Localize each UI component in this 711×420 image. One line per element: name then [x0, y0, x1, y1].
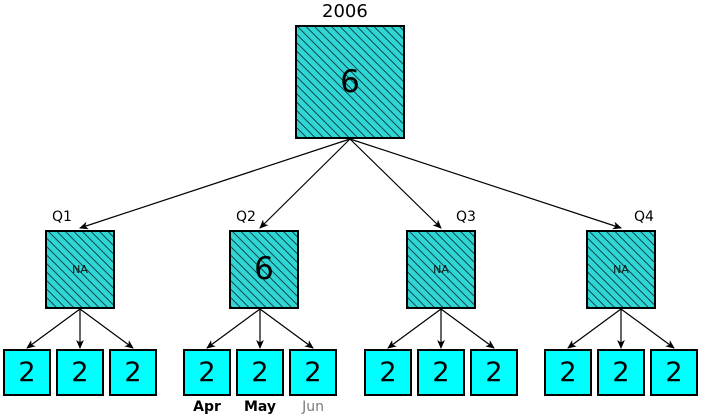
- node-month-2[interactable]: 2: [56, 349, 104, 396]
- month-value-9: 2: [485, 357, 503, 388]
- quarter-value-q3: NA: [433, 263, 449, 276]
- quarter-value-q2: 6: [254, 251, 274, 287]
- month-value-12: 2: [665, 357, 683, 388]
- quarter-value-q4: NA: [613, 263, 629, 276]
- root-value: 6: [340, 63, 360, 100]
- node-month-1[interactable]: 2: [3, 349, 51, 396]
- quarter-caption-q3: Q3: [456, 209, 476, 225]
- month-value-8: 2: [432, 357, 450, 388]
- month-value-5: 2: [251, 357, 269, 388]
- quarter-caption-q4: Q4: [634, 209, 654, 225]
- node-month-4[interactable]: 2: [183, 349, 231, 396]
- month-value-2: 2: [71, 357, 89, 388]
- month-value-6: 2: [304, 357, 322, 388]
- month-value-11: 2: [612, 357, 630, 388]
- node-month-9[interactable]: 2: [470, 349, 518, 396]
- month-value-4: 2: [198, 357, 216, 388]
- month-label-jun: Jun: [302, 399, 324, 415]
- node-quarter-q2[interactable]: 6: [229, 230, 299, 309]
- node-quarter-q4[interactable]: NA: [586, 230, 656, 309]
- node-month-10[interactable]: 2: [544, 349, 592, 396]
- node-month-11[interactable]: 2: [597, 349, 645, 396]
- node-month-8[interactable]: 2: [417, 349, 465, 396]
- edges-quarters-to-months: [26, 308, 675, 349]
- quarter-caption-q2: Q2: [236, 209, 256, 225]
- node-month-6[interactable]: 2: [289, 349, 337, 396]
- quarter-value-q1: NA: [72, 263, 88, 276]
- month-value-10: 2: [559, 357, 577, 388]
- month-value-3: 2: [124, 357, 142, 388]
- edges-root-to-quarters: [79, 138, 622, 230]
- node-month-5[interactable]: 2: [236, 349, 284, 396]
- month-label-may: May: [243, 399, 277, 415]
- node-month-7[interactable]: 2: [364, 349, 412, 396]
- quarter-caption-q1: Q1: [52, 209, 72, 225]
- month-value-7: 2: [379, 357, 397, 388]
- node-quarter-q1[interactable]: NA: [45, 230, 115, 309]
- month-label-apr: Apr: [193, 399, 221, 415]
- node-month-3[interactable]: 2: [109, 349, 157, 396]
- node-quarter-q3[interactable]: NA: [406, 230, 476, 309]
- node-month-12[interactable]: 2: [650, 349, 698, 396]
- root-caption: 2006: [322, 1, 368, 22]
- month-value-1: 2: [18, 357, 36, 388]
- node-root-2006[interactable]: 6: [295, 25, 405, 139]
